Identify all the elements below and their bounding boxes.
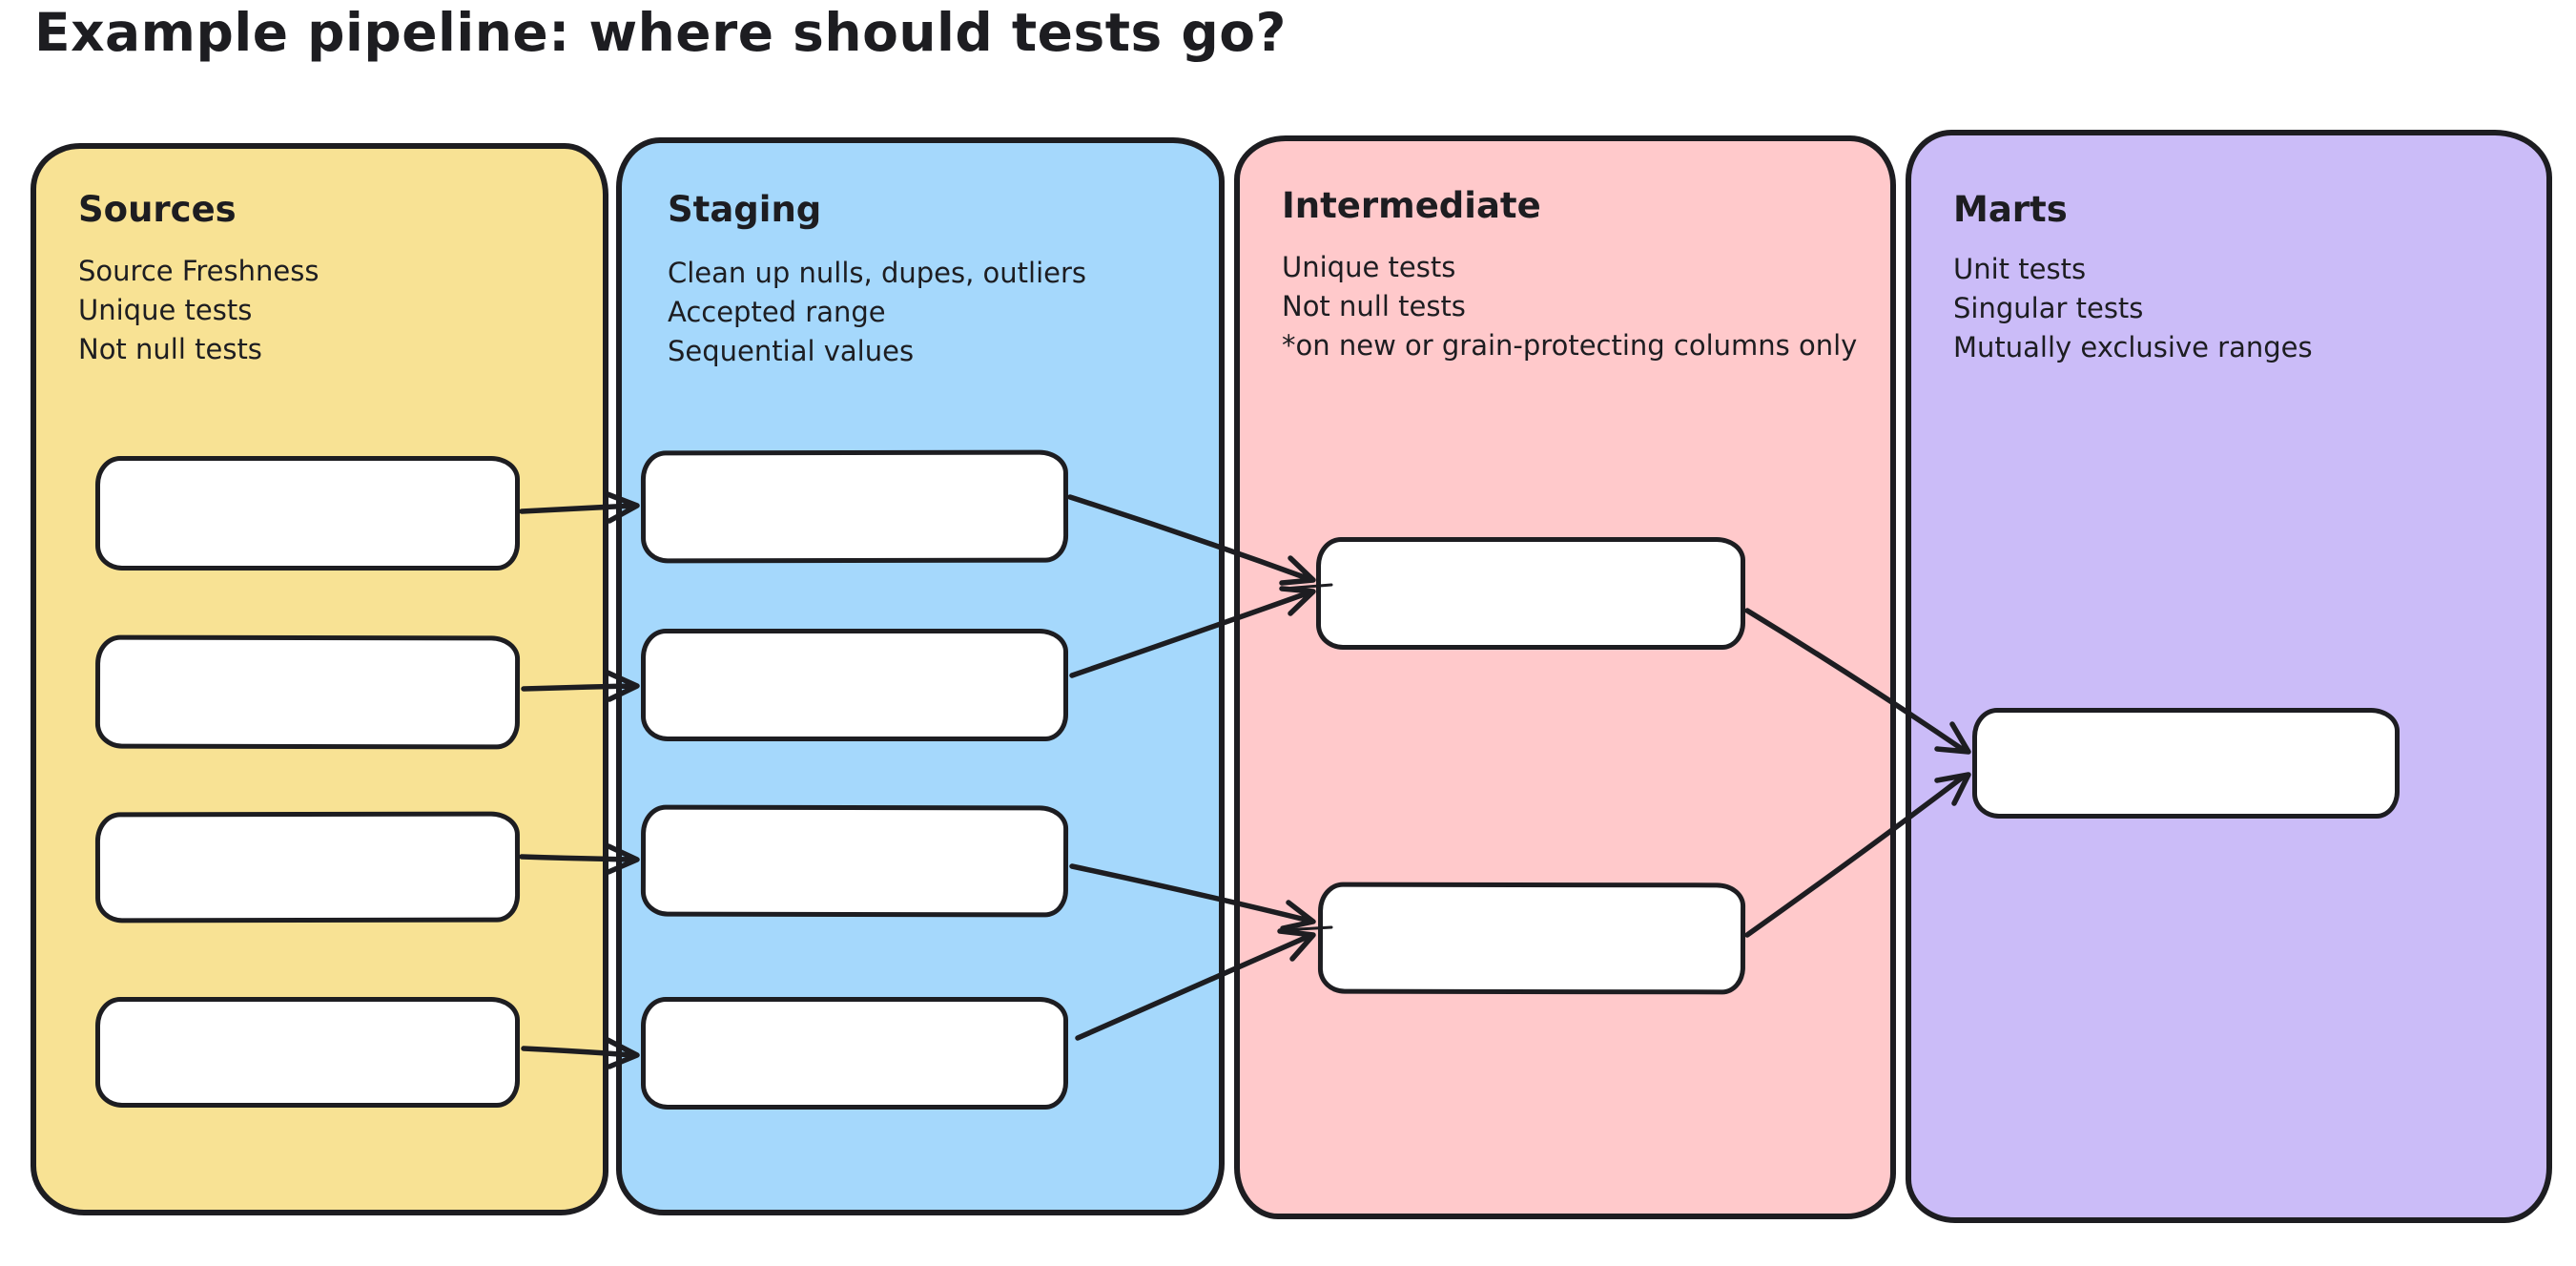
node-staging-1 [640,449,1069,564]
panel-sources-title: Sources [78,189,237,230]
note-staging-1: Clean up nulls, dupes, outliers [668,257,1087,289]
panel-sources-notes: Source Freshness Unique tests Not null t… [78,252,319,369]
node-staging-3 [640,804,1069,918]
node-marts-1 [1972,708,2400,819]
panel-marts: Marts Unit tests Singular tests Mutually… [1906,130,2552,1223]
note-intermediate-1: Unique tests [1282,251,1456,283]
panel-staging-title: Staging [668,189,822,230]
note-sources-1: Source Freshness [78,255,319,287]
node-intermediate-1 [1316,537,1745,650]
note-marts-3: Mutually exclusive ranges [1953,331,2313,363]
node-staging-2 [641,629,1068,741]
note-intermediate-2: Not null tests [1282,290,1466,322]
panel-marts-title: Marts [1953,189,2068,230]
node-sources-1 [95,456,520,571]
node-sources-2 [94,634,521,750]
note-staging-3: Sequential values [668,335,915,367]
node-intermediate-2 [1317,882,1746,995]
note-sources-3: Not null tests [78,333,262,365]
note-staging-2: Accepted range [668,296,886,328]
panel-staging-notes: Clean up nulls, dupes, outliers Accepted… [668,254,1086,371]
note-marts-1: Unit tests [1953,253,2087,285]
note-intermediate-3: *on new or grain-protecting columns only [1282,329,1858,362]
panel-intermediate-title: Intermediate [1282,185,1541,226]
panel-marts-notes: Unit tests Singular tests Mutually exclu… [1953,250,2313,367]
page-title: Example pipeline: where should tests go? [34,2,1287,63]
node-staging-4 [641,997,1068,1110]
note-marts-2: Singular tests [1953,292,2144,324]
panel-intermediate: Intermediate Unique tests Not null tests… [1234,135,1896,1219]
note-sources-2: Unique tests [78,294,253,326]
node-sources-3 [94,811,521,924]
node-sources-4 [95,997,520,1108]
panel-intermediate-notes: Unique tests Not null tests *on new or g… [1282,248,1857,365]
